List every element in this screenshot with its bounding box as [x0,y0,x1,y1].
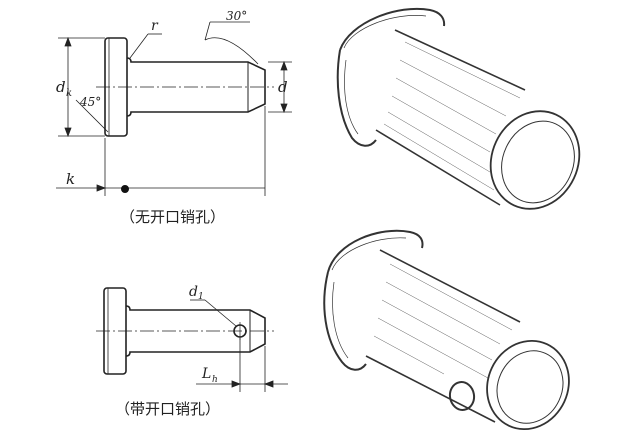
label-lh-sub: h [212,375,218,385]
reference-dot [121,185,129,193]
cotter-hole-3d [448,381,476,411]
dimensions-top [56,21,292,196]
pin-3d-bottom [323,229,570,431]
pin-without-hole-drawing [96,37,274,137]
caption-without-hole: （无开口销孔） [120,208,226,226]
label-d: d [278,78,288,96]
pin-shank-bottom [125,305,266,357]
label-lh: L [201,366,211,382]
label-dk: d [56,78,66,96]
label-angle-45: 45° [79,95,101,109]
label-k: k [66,170,75,188]
pin-3d-top [336,7,581,210]
label-angle-30: 30° [226,9,247,23]
dimensions-bottom [190,299,288,392]
label-dk-sub: k [66,88,72,99]
pin-with-hole-drawing [96,287,274,375]
label-r: r [151,18,159,34]
label-d1: d [189,284,198,300]
caption-with-hole: （带开口销孔） [115,400,221,418]
pin-shank-top [126,57,266,117]
label-d1-sub: 1 [198,292,204,302]
